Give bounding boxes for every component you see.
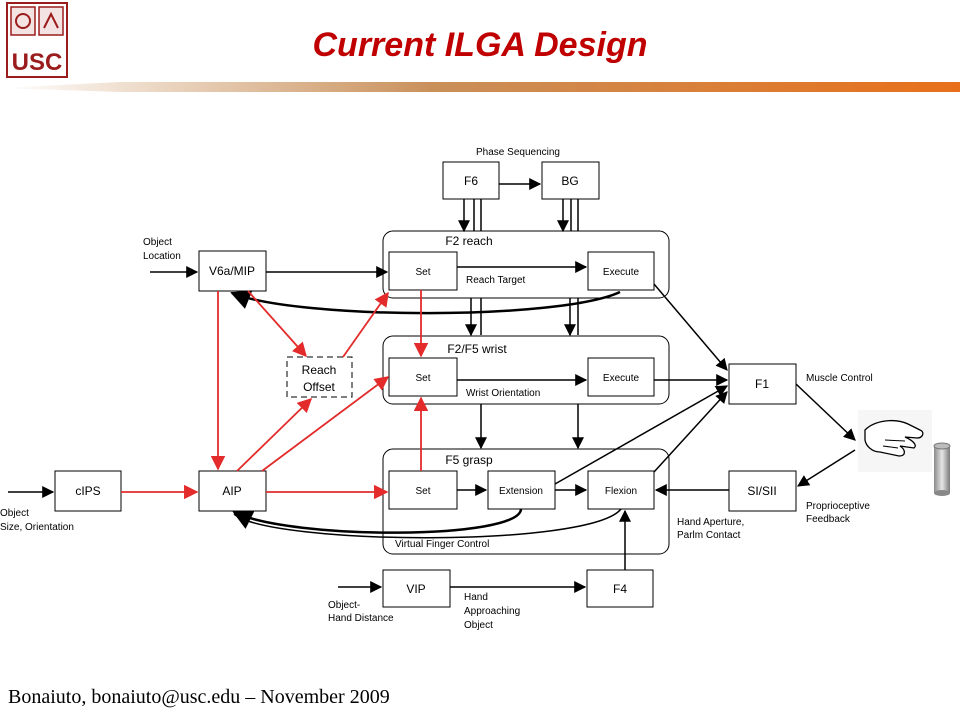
hand-image [858,410,932,472]
bg-label: BG [561,174,578,188]
f2f5-wrist-title: F2/F5 wrist [447,342,507,356]
wrist-execute-label: Execute [603,373,640,384]
arrow-grasp-aip-feedback [232,508,523,534]
f6-label: F6 [464,174,478,188]
proprioceptive-label-1: Proprioceptive [806,501,870,512]
f5-grasp-title: F5 grasp [445,453,493,467]
arrow-reach-execute-f1 [653,283,728,371]
reach-set-label: Set [415,267,430,278]
reach-set-box [388,251,458,291]
f2-reach-group [382,230,670,299]
vip-box [382,569,451,608]
vip-label: VIP [406,582,425,596]
virtual-finger-label: Virtual Finger Control [395,539,489,550]
object-size-label-1: Object [0,508,29,519]
hand-approaching-label-1: Hand [464,592,488,603]
object-hand-label-1: Object- [328,600,360,611]
hand-approaching-label-3: Object [464,620,493,631]
reach-offset-label-2: Offset [303,380,335,394]
phase-sequencing-label: Phase Sequencing [476,147,560,158]
wrist-execute-box [587,357,655,397]
flexion-label: Flexion [605,486,637,497]
arrow-flexion-aip-feedback [233,508,622,539]
hand-aperture-label-2: Parlm Contact [677,530,741,541]
muscle-control-label: Muscle Control [806,373,873,384]
f4-label: F4 [613,582,627,596]
sisii-box [728,470,797,512]
arrow-f1-hand [795,383,856,441]
grasp-set-label: Set [415,486,430,497]
cylinder-object [933,442,951,496]
hand-aperture-label-1: Hand Aperture, [677,517,744,528]
arrow-extension-f1 [554,385,729,485]
sisii-label: SI/SII [747,484,776,498]
footer-text: Bonaiuto, bonaiuto@usc.edu – November 20… [8,686,390,708]
wrist-orientation-label: Wrist Orientation [466,388,540,399]
f5-grasp-group [382,448,670,555]
red-arrow-v6a-offset [247,290,307,358]
f4-box [586,569,654,608]
logo-text: USC [12,49,63,76]
reach-target-label: Reach Target [466,275,526,286]
object-location-label-2: Location [143,251,181,262]
extension-label: Extension [499,486,543,497]
v6a-mip-label: V6a/MIP [209,264,255,278]
red-arrow-offset-reach-set [342,291,389,358]
reach-execute-box [587,251,655,291]
usc-logo: USC [6,2,68,78]
object-hand-label-2: Hand Distance [328,613,394,624]
extension-box [487,470,556,510]
f2f5-wrist-group [382,335,670,405]
wrist-set-box [388,357,458,397]
reach-offset-label-1: Reach [302,363,337,377]
proprioceptive-label-2: Feedback [806,514,851,525]
header-bar [0,82,960,92]
aip-label: AIP [222,484,241,498]
f6-box [442,161,500,200]
grasp-set-box [388,470,458,510]
f1-label: F1 [755,377,769,391]
flexion-box [587,470,655,510]
object-location-label-1: Object [143,237,172,248]
arrow-hand-sisii [796,449,856,487]
arrow-execute-v6a-feedback [230,290,621,315]
object-size-label-2: Size, Orientation [0,522,74,533]
v6a-mip-box [198,250,267,292]
wrist-set-label: Set [415,373,430,384]
aip-box [198,470,267,512]
cips-box [54,470,122,512]
red-arrow-aip-wrist-set [261,376,390,472]
bg-box [541,161,600,200]
slide-title: Current ILGA Design [312,26,648,64]
hand-approaching-label-2: Approaching [464,606,520,617]
reach-offset-box [286,356,353,398]
arrow-flexion-f1 [653,391,728,473]
red-arrow-aip-offset [236,397,313,472]
f2-reach-title: F2 reach [445,234,492,248]
reach-execute-label: Execute [603,267,640,278]
cips-label: cIPS [75,484,100,498]
